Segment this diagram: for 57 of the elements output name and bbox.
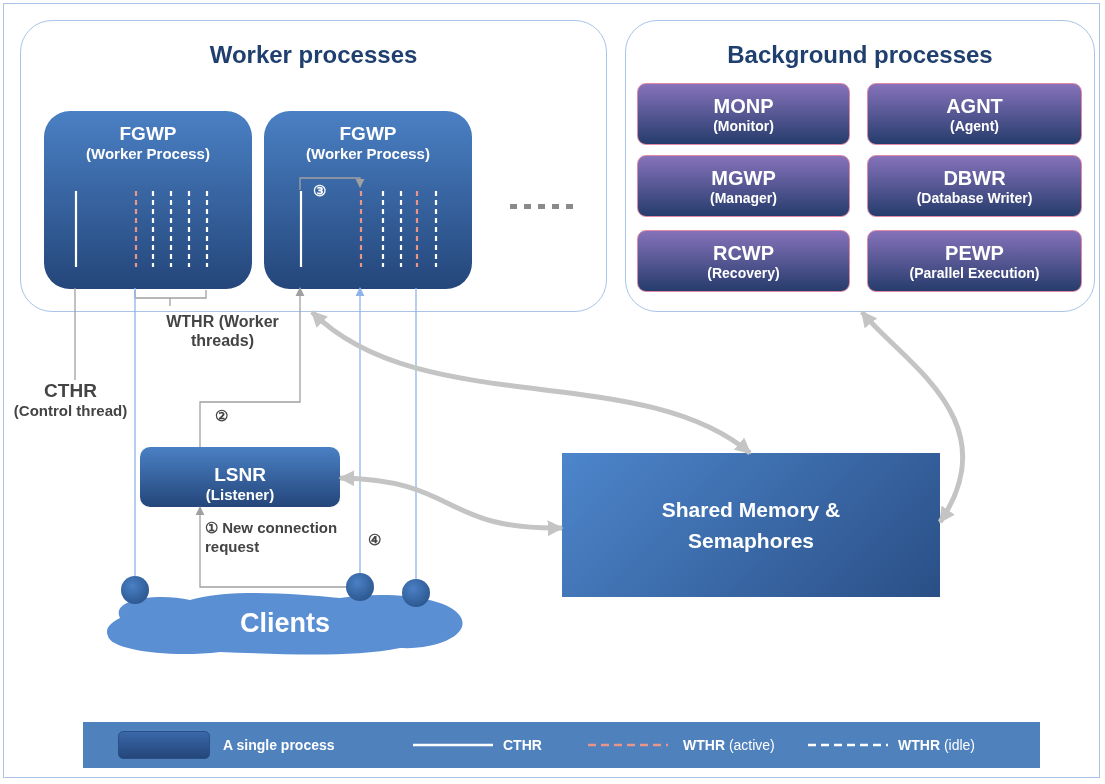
arrow xyxy=(199,287,305,448)
node-title: FGWP xyxy=(339,123,397,145)
node-title: CTHR xyxy=(44,380,97,402)
process-box xyxy=(867,83,1082,145)
node-title: Clients xyxy=(240,607,330,639)
arrow xyxy=(310,310,752,456)
node-title: AGNT xyxy=(946,94,1003,118)
node-title: PEWP xyxy=(945,241,1004,265)
process-box xyxy=(867,230,1082,292)
connector-line xyxy=(134,287,136,577)
edge-label: ① New connection request xyxy=(205,518,340,556)
node-title: Background processes xyxy=(727,41,993,69)
node-subtitle: (Worker Process) xyxy=(306,145,430,162)
node-title: Worker processes xyxy=(209,41,418,69)
legend-text: A single process xyxy=(223,737,335,753)
node-subtitle: (Recovery) xyxy=(707,264,780,281)
group-panel xyxy=(20,20,607,312)
legend-text: WTHR (idle) xyxy=(898,737,975,753)
node-title: MONP xyxy=(713,94,774,118)
arrow xyxy=(355,287,365,574)
node-subtitle: (Monitor) xyxy=(713,117,774,134)
arrow xyxy=(860,310,966,524)
node-title: MGWP xyxy=(711,166,776,190)
node-title: Shared Memory & Semaphores xyxy=(660,497,842,554)
node-subtitle: (Worker Process) xyxy=(86,145,210,162)
legend-text: WTHR (active) xyxy=(683,737,775,753)
node-subtitle: (Listener) xyxy=(205,485,275,503)
text-label: WTHR (Worker threads) xyxy=(165,312,280,350)
group-panel xyxy=(625,20,1095,312)
arrow xyxy=(299,177,365,191)
process-box xyxy=(637,83,850,145)
node-title: LSNR xyxy=(214,463,266,486)
process-box xyxy=(140,447,340,507)
legend-text: CTHR xyxy=(503,737,542,753)
node-subtitle: (Agent) xyxy=(950,117,999,134)
node-subtitle: (Parallel Execution) xyxy=(909,264,1040,281)
node-subtitle: (Database Writer) xyxy=(916,189,1033,206)
edge-label: ③ xyxy=(313,181,327,200)
circle xyxy=(402,579,430,607)
circle xyxy=(121,576,149,604)
node-title: FGWP xyxy=(119,123,177,145)
process-box xyxy=(44,111,252,289)
process-box xyxy=(637,155,850,217)
arrow xyxy=(195,506,347,588)
node-subtitle: (Manager) xyxy=(710,189,777,206)
process-box xyxy=(867,155,1082,217)
process-box xyxy=(264,111,472,289)
connector-line xyxy=(415,287,417,580)
memory-box xyxy=(562,453,940,597)
edge-label: ② xyxy=(215,406,229,425)
node-title: DBWR xyxy=(943,166,1006,190)
process-box xyxy=(637,230,850,292)
node-title: RCWP xyxy=(712,241,775,265)
leader-line xyxy=(74,287,76,381)
node-subtitle: (Control thread) xyxy=(13,402,128,419)
circle xyxy=(346,573,374,601)
arrow xyxy=(338,470,564,536)
